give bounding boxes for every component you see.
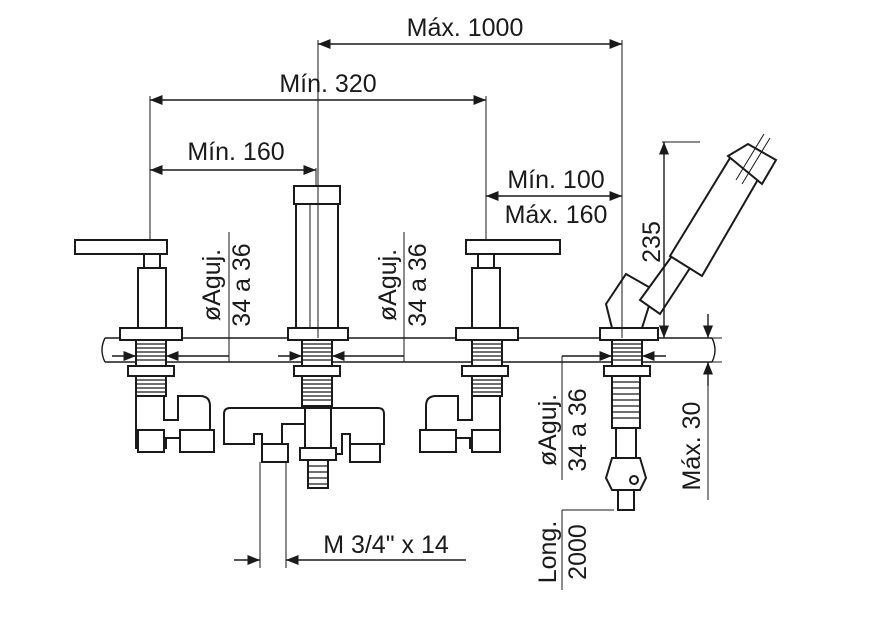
dim-hole-1-label-b: 34 a 36 <box>228 243 256 326</box>
dim-235: 235 <box>638 141 700 339</box>
center-spout <box>223 185 385 489</box>
dim-thread-label: M 3/4" x 14 <box>323 531 449 559</box>
dim-min-160: Mín. 160 <box>150 138 316 176</box>
dim-max-160-label: Máx. 160 <box>505 201 608 229</box>
hand-shower <box>599 133 778 511</box>
dim-min-320-label: Mín. 320 <box>279 70 376 98</box>
dim-hose-length: Long. 2000 <box>534 509 614 590</box>
dim-hole-2-label-a: øAguj. <box>374 249 402 321</box>
dim-hose-length-label-a: Long. <box>534 521 562 584</box>
dim-max-30: Máx. 30 <box>678 314 722 500</box>
dim-hole-1-label-a: øAguj. <box>198 249 226 321</box>
dim-max-30-label: Máx. 30 <box>678 402 706 491</box>
dim-thread: M 3/4" x 14 <box>234 462 466 568</box>
dim-hole-2-label-b: 34 a 36 <box>404 243 432 326</box>
dim-max-1000: Máx. 1000 <box>318 14 622 50</box>
dim-min-100-max-160: Mín. 100 Máx. 160 <box>486 166 622 229</box>
dim-hole-2: øAguj. 34 a 36 <box>278 232 432 362</box>
dim-hole-3: øAguj. 34 a 36 <box>534 350 666 480</box>
dim-max-1000-label: Máx. 1000 <box>407 14 524 42</box>
dim-hole-3-label-b: 34 a 36 <box>564 388 592 471</box>
right-valve <box>419 239 561 453</box>
dim-min-320: Mín. 320 <box>150 70 486 106</box>
dim-hole-1: øAguj. 34 a 36 <box>112 232 256 362</box>
dim-hose-length-label-b: 2000 <box>564 524 592 580</box>
left-valve <box>74 239 215 453</box>
dim-min-100-label: Mín. 100 <box>507 166 604 194</box>
dim-235-label: 235 <box>638 221 666 263</box>
dim-min-160-label: Mín. 160 <box>187 138 284 166</box>
dim-hole-3-label-a: øAguj. <box>534 394 562 466</box>
